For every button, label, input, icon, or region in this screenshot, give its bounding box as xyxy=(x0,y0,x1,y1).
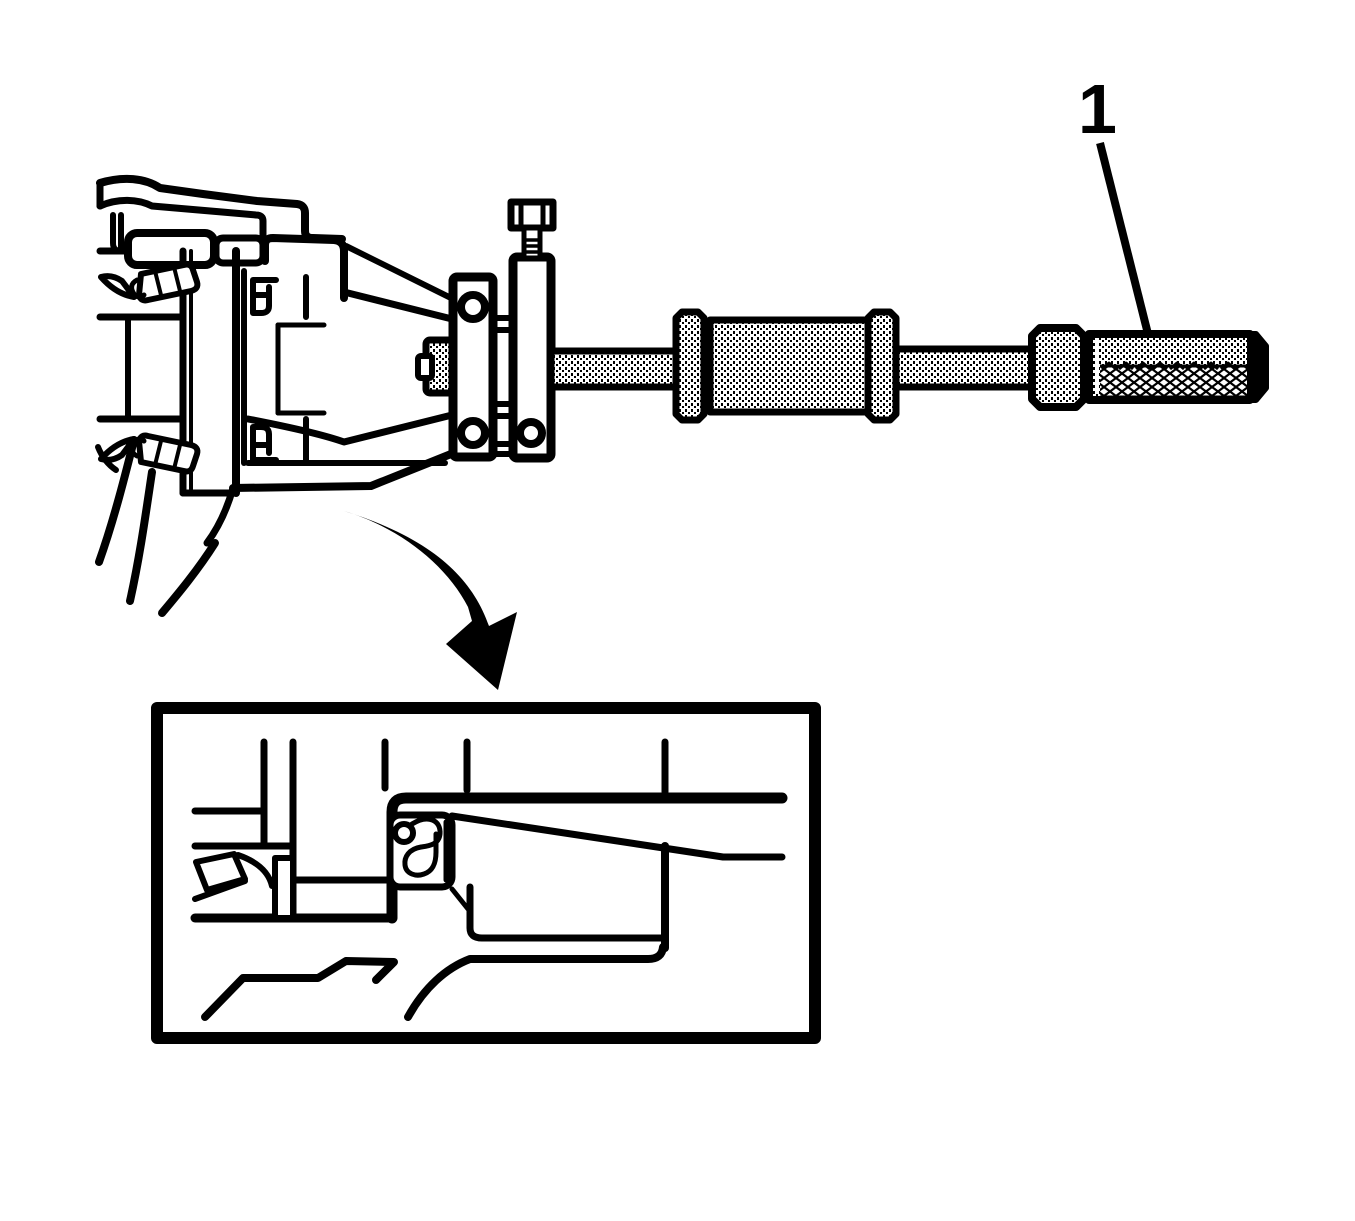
inset-frame xyxy=(151,702,821,1044)
callout-1: 1 xyxy=(1078,70,1152,335)
seal-cross-section xyxy=(386,811,456,891)
seal-garter-spring xyxy=(392,821,416,845)
plate-bolt-hole-top xyxy=(457,291,489,323)
slide-hammer xyxy=(547,308,1269,424)
lower-bearing xyxy=(129,432,201,475)
bore-lip xyxy=(386,792,788,924)
callout-1-label: 1 xyxy=(1078,70,1117,148)
knuckle-hub-assembly xyxy=(95,174,460,617)
clamp-bolt xyxy=(507,198,557,261)
plate-bolt-hole-bottom xyxy=(457,417,489,449)
slide-hammer-shaft-front xyxy=(547,347,683,391)
slide-hammer-weight xyxy=(672,308,900,424)
puller-plate-group xyxy=(415,198,557,463)
inset-detail-box xyxy=(151,702,821,1044)
stop-collar xyxy=(1028,324,1088,411)
tool-tip-wedge xyxy=(192,851,275,902)
callout-leader-line xyxy=(1096,142,1152,335)
slide-hammer-shaft-rear xyxy=(892,345,1038,391)
handle-end-cap xyxy=(1247,331,1269,403)
detail-arrow-icon xyxy=(344,511,517,690)
bracket-hole xyxy=(516,418,546,448)
puller-plate xyxy=(448,272,498,462)
slide-hammer-handle xyxy=(1085,330,1269,404)
upper-bearing xyxy=(129,261,201,304)
